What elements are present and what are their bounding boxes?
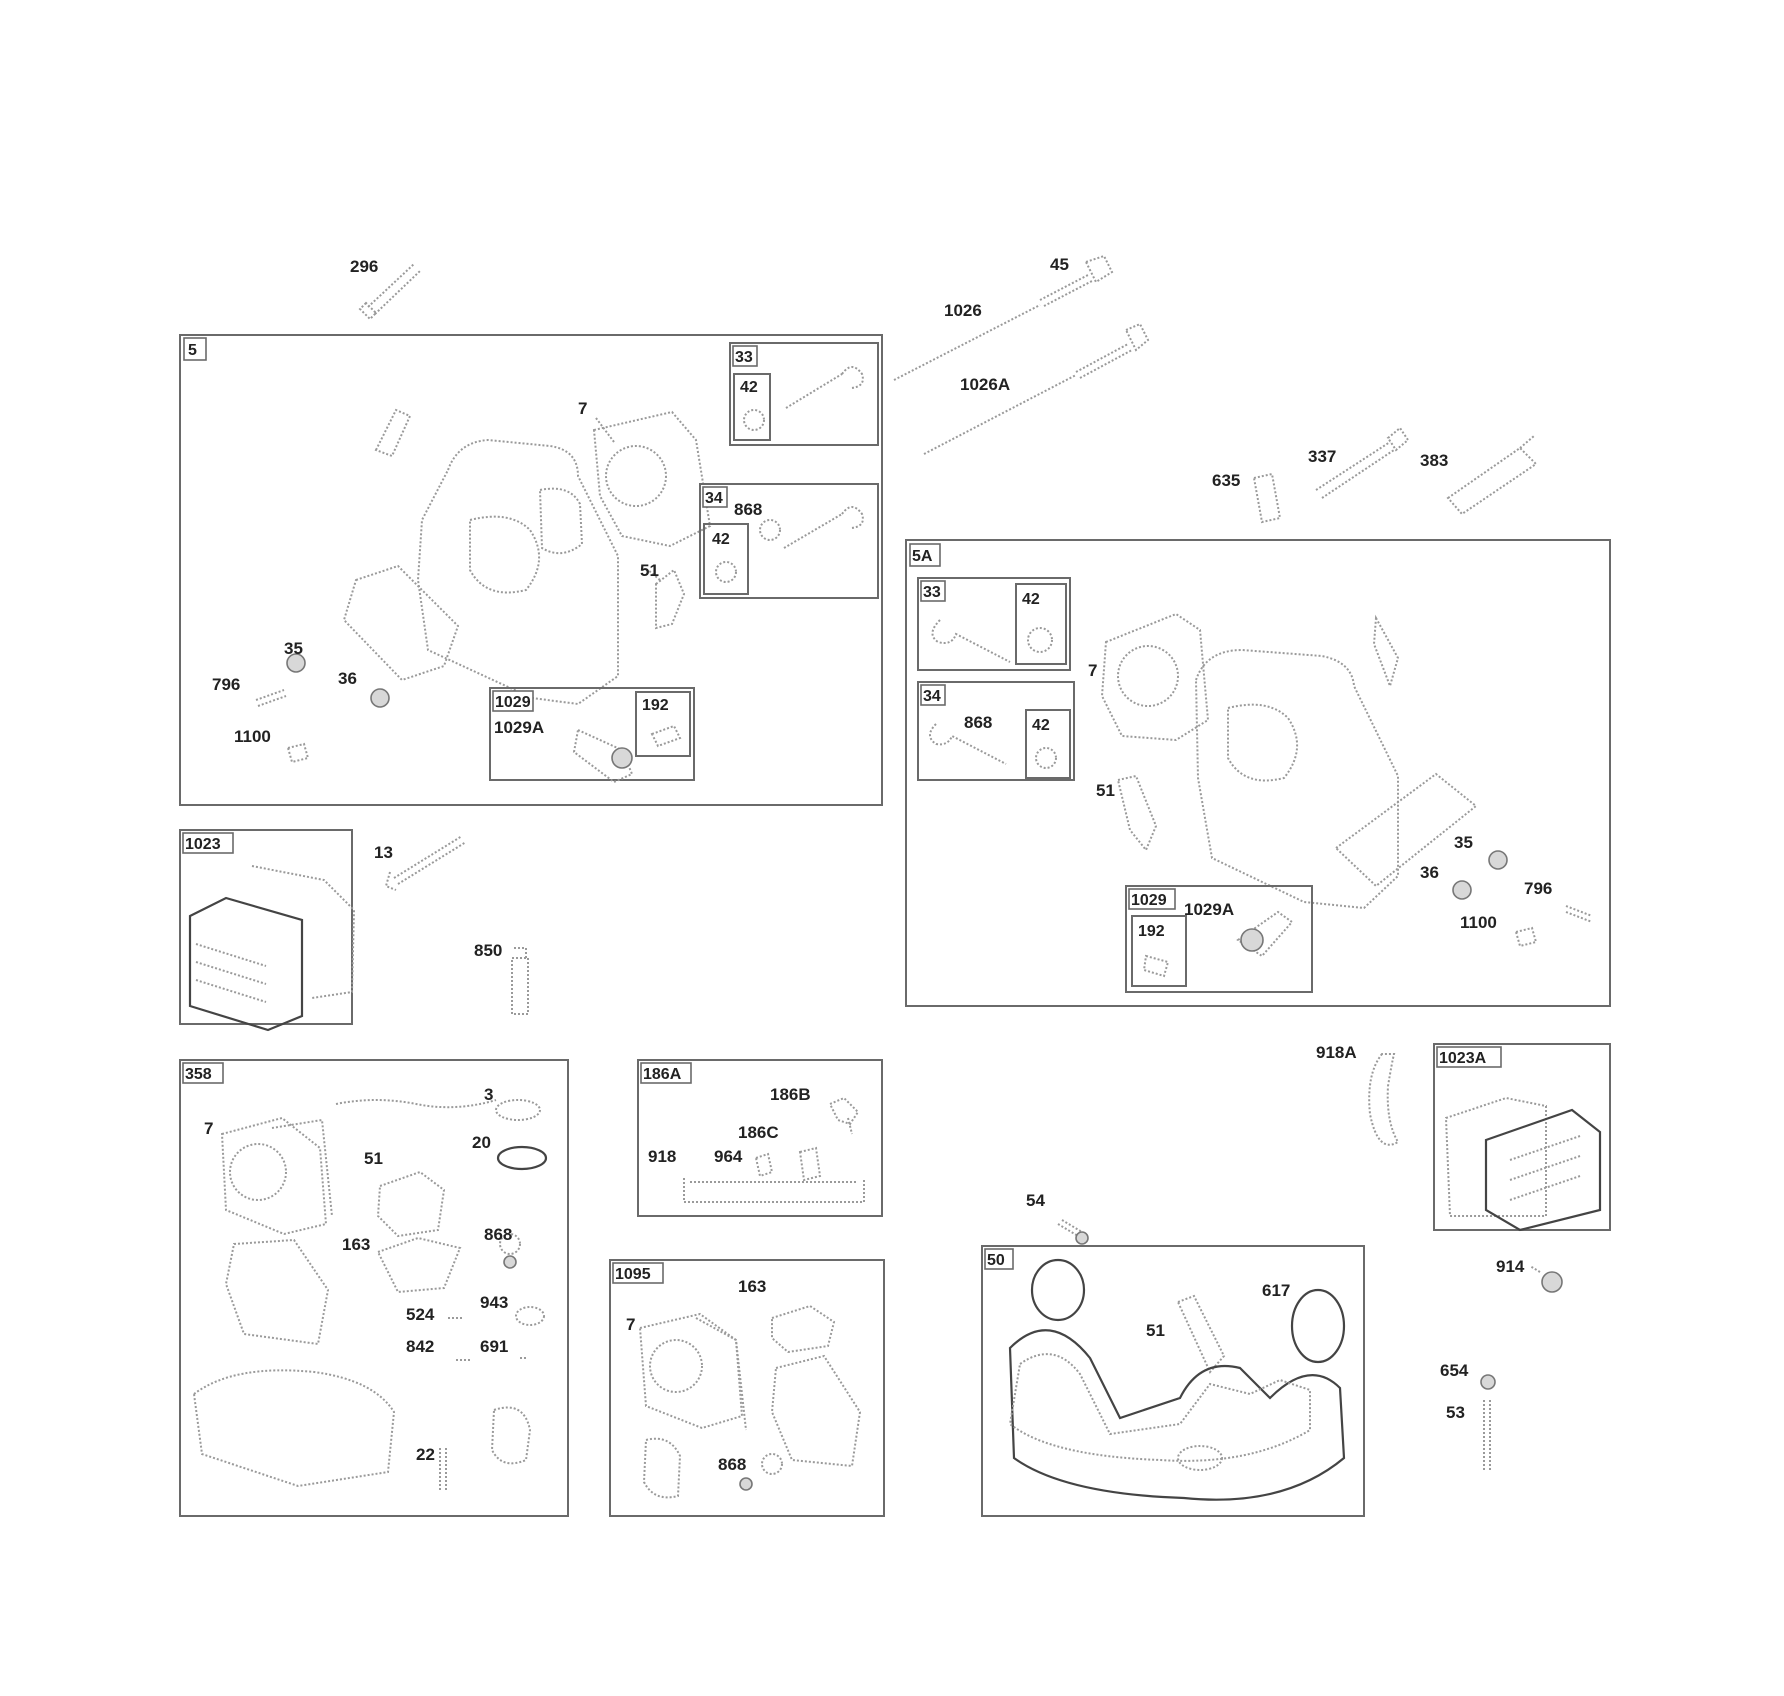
box-358-label-51: 51	[364, 1149, 383, 1168]
label-654: 654	[1440, 1361, 1469, 1380]
box-5A-sub-1029-label-192: 192	[1138, 923, 1165, 940]
label-337: 337	[1308, 447, 1336, 466]
box-186A-label-964: 964	[714, 1147, 743, 1166]
box-5A-label-796: 796	[1524, 879, 1552, 898]
label-1026: 1026	[944, 301, 982, 320]
box-358-label-7: 7	[204, 1119, 213, 1138]
box-358-label-22: 22	[416, 1445, 435, 1464]
label-54: 54	[1026, 1191, 1045, 1210]
box-5-sub-33-tag: 33	[735, 349, 753, 366]
box-5A-sub-1029-label-1029A: 1029A	[1184, 900, 1234, 919]
box-5-sub-33-label-42: 42	[740, 379, 758, 396]
box-186A-breather-tube: 186A 186B 186C 918 964	[637, 1059, 883, 1217]
box-5-label-796: 796	[212, 675, 240, 694]
label-383: 383	[1420, 451, 1448, 470]
part-914-screw	[1529, 1265, 1563, 1293]
part-383-spark-plug-boot	[1446, 435, 1538, 516]
box-186A-tag: 186A	[643, 1066, 682, 1083]
box-5-sub-34-tag: 34	[705, 490, 723, 507]
box-5A-sub-34-intake-valve: 34 868 42	[917, 681, 1075, 781]
box-358-label-868: 868	[484, 1225, 512, 1244]
box-5-label-36: 36	[338, 669, 357, 688]
box-5A-sub-1029-tag: 1029	[1131, 892, 1167, 909]
box-5-label-51: 51	[640, 561, 659, 580]
part-1026A-pushrod	[923, 322, 1150, 455]
box-5-sub-33-exhaust-valve: 33 42	[729, 342, 879, 446]
box-1095-label-868: 868	[718, 1455, 746, 1474]
label-914: 914	[1496, 1257, 1525, 1276]
part-918A-breather-tube	[1368, 1053, 1400, 1146]
box-5A-tag: 5A	[912, 548, 933, 565]
label-45: 45	[1050, 255, 1069, 274]
box-358-gasket-set: 358 7 51 3 20 163 868 524 943 842 691 22	[179, 1059, 569, 1517]
box-5A-sub-34-label-42: 42	[1032, 717, 1050, 734]
box-1023A-rocker-cover: 1023A	[1433, 1043, 1611, 1232]
box-5-sub-34-label-868: 868	[734, 500, 762, 519]
box-1023-tag: 1023	[185, 836, 221, 853]
label-53: 53	[1446, 1403, 1465, 1422]
box-5-sub-34-label-42: 42	[712, 531, 730, 548]
box-5A-sub-34-tag: 34	[923, 688, 941, 705]
box-5-tag: 5	[188, 342, 197, 359]
box-1095-label-7: 7	[626, 1315, 635, 1334]
box-5A-sub-33-tag: 33	[923, 584, 941, 601]
part-54-screw	[1057, 1219, 1089, 1245]
box-5-sub-1029-label-192: 192	[642, 697, 669, 714]
box-5A-cylinder-head-assembly: 5A 7 51 35 36 796 1100 33 42	[905, 539, 1611, 1007]
box-5-sub-1029-label-1029A: 1029A	[494, 718, 544, 737]
box-5A-label-35: 35	[1454, 833, 1473, 852]
box-1095-gasket-set: 1095 7 163 868	[609, 1259, 885, 1517]
part-654-nut	[1480, 1374, 1496, 1390]
box-1095-tag: 1095	[615, 1266, 651, 1283]
label-13: 13	[374, 843, 393, 862]
box-50-label-51: 51	[1146, 1321, 1165, 1340]
label-918A: 918A	[1316, 1043, 1357, 1062]
part-53-stud	[1483, 1400, 1491, 1472]
box-5A-label-1100: 1100	[1460, 913, 1497, 932]
part-13-bolt	[384, 835, 467, 891]
box-1023A-tag: 1023A	[1439, 1050, 1487, 1067]
box-5A-label-7: 7	[1088, 661, 1097, 680]
label-1026A: 1026A	[960, 375, 1010, 394]
box-5A-sub-33-exhaust-valve: 33 42	[917, 577, 1071, 671]
box-186A-label-918: 918	[648, 1147, 676, 1166]
box-358-label-3: 3	[484, 1085, 493, 1104]
box-5-label-1100: 1100	[234, 727, 271, 746]
label-296: 296	[350, 257, 378, 276]
box-5-sub-1029-breather: 1029 1029A 192	[489, 687, 695, 784]
box-5-label-35: 35	[284, 639, 303, 658]
box-50-tag: 50	[987, 1252, 1005, 1269]
box-5-cylinder-head-assembly: 5 7 51 35 36 796 1100 33 42	[179, 334, 883, 806]
box-5A-label-51: 51	[1096, 781, 1115, 800]
box-358-label-842: 842	[406, 1337, 434, 1356]
box-1023-rocker-cover: 1023	[179, 829, 356, 1032]
part-337-spark-plug	[1315, 426, 1410, 499]
part-635-fitting	[1252, 472, 1282, 524]
box-186A-label-186C: 186C	[738, 1123, 779, 1142]
box-50-label-617: 617	[1262, 1281, 1290, 1300]
box-5A-label-36: 36	[1420, 863, 1439, 882]
box-186A-label-186B: 186B	[770, 1085, 811, 1104]
box-358-label-943: 943	[480, 1293, 508, 1312]
label-850: 850	[474, 941, 502, 960]
box-358-tag: 358	[185, 1066, 212, 1083]
box-358-label-20: 20	[472, 1133, 491, 1152]
label-635: 635	[1212, 471, 1240, 490]
box-50-gasket-set: 50 51 617	[981, 1245, 1365, 1517]
box-1095-label-163: 163	[738, 1277, 766, 1296]
box-5-label-7: 7	[578, 399, 587, 418]
box-5A-sub-1029-breather: 1029 1029A 192	[1125, 885, 1313, 993]
part-296-bolt	[358, 263, 421, 321]
box-5A-sub-34-label-868: 868	[964, 713, 992, 732]
box-358-label-163: 163	[342, 1235, 370, 1254]
box-358-label-691: 691	[480, 1337, 508, 1356]
box-5-sub-1029-tag: 1029	[495, 694, 531, 711]
box-5-sub-34-intake-valve: 34 868 42	[699, 483, 879, 599]
box-358-label-524: 524	[406, 1305, 435, 1324]
box-5A-sub-33-label-42: 42	[1022, 591, 1040, 608]
part-45-pushrod-guide	[893, 254, 1114, 381]
part-850-sealant	[511, 947, 529, 1015]
